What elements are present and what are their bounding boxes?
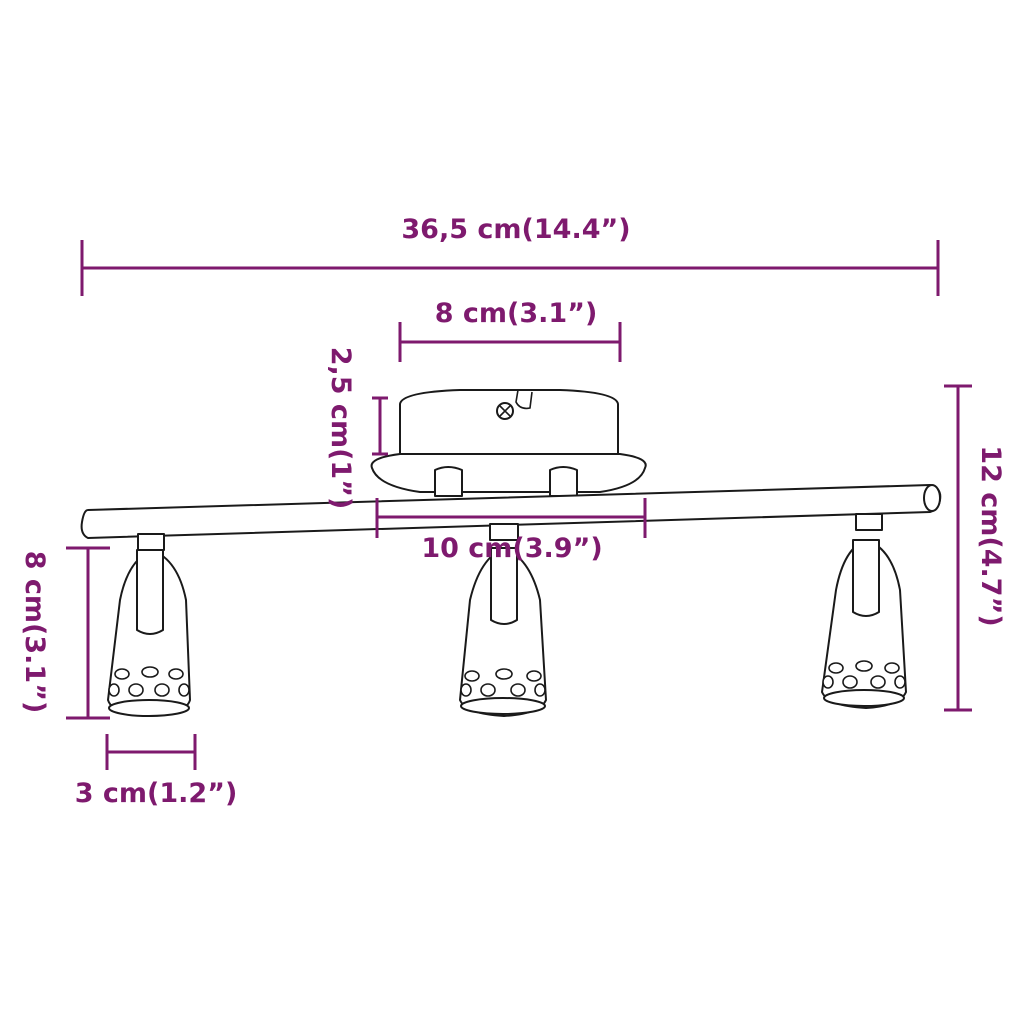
dimension-total-length: 36,5 cm(14.4”)	[80, 214, 940, 296]
dimension-mount-spacing: 10 cm(3.9”)	[375, 498, 647, 564]
base-diameter-label: 8 cm(3.1”)	[435, 298, 598, 329]
base-height-label: 2,5 cm(1”)	[325, 347, 356, 510]
mount-spacing-label: 10 cm(3.9”)	[421, 533, 602, 564]
spotlight-left	[107, 533, 191, 717]
dimension-spot-diameter: 3 cm(1.2”)	[75, 734, 238, 809]
dimension-total-height: 12 cm(4.7”)	[944, 384, 1006, 712]
spotlight-center	[459, 523, 547, 717]
lamp-drawing	[80, 389, 942, 717]
dimension-base-diameter: 8 cm(3.1”)	[398, 298, 622, 362]
ceiling-canopy	[370, 389, 647, 497]
dimension-lines: 36,5 cm(14.4”) 8 cm(3.1”) 2,5 cm(1”) 10 …	[19, 214, 1006, 809]
lamp-bar	[80, 484, 942, 539]
total-height-label: 12 cm(4.7”)	[975, 445, 1006, 626]
spot-diameter-label: 3 cm(1.2”)	[75, 778, 238, 809]
dimension-spot-height: 8 cm(3.1”)	[19, 546, 110, 720]
dimension-base-height: 2,5 cm(1”)	[325, 347, 388, 510]
total-length-label: 36,5 cm(14.4”)	[401, 214, 630, 245]
spotlight-right	[821, 513, 907, 709]
spot-height-label: 8 cm(3.1”)	[19, 551, 50, 714]
